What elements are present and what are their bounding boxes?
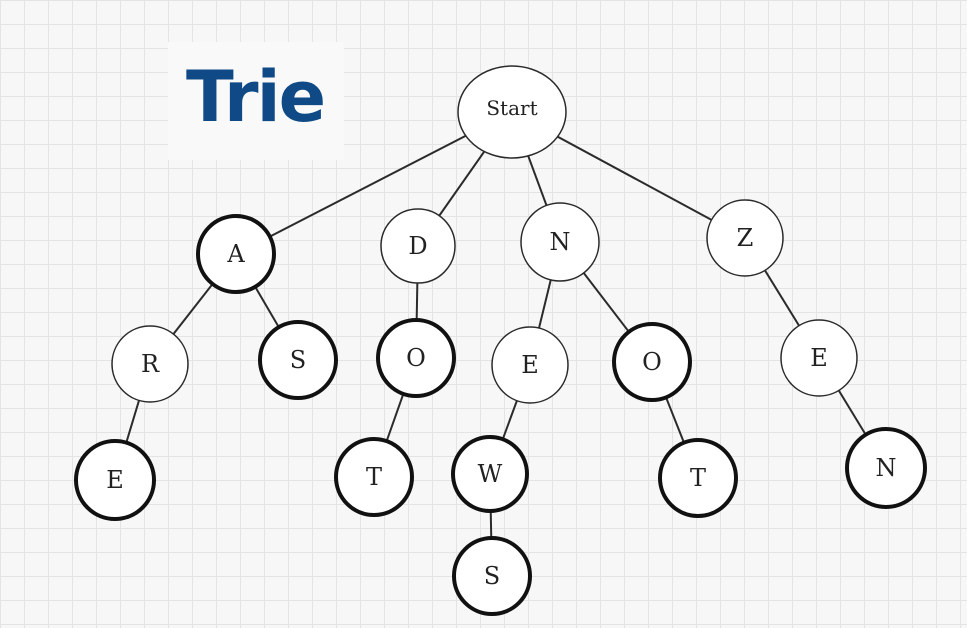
terminal-node-circle [196,214,276,294]
terminal-node-circle [845,427,927,509]
node-circle [780,319,858,397]
trie-node-a: A [196,214,276,294]
terminal-node-circle [334,437,414,517]
node-circle [520,202,600,282]
terminal-node-circle [452,536,532,616]
node-label: E [810,344,828,372]
node-circle [111,325,189,403]
node-label: Z [737,224,754,252]
terminal-node-circle [376,318,456,398]
root-circle [457,65,567,159]
title-panel [168,42,344,160]
node-label: N [550,228,571,256]
node-label: O [406,344,426,372]
node-label: T [690,464,706,492]
node-label: S [290,346,306,374]
trie-node-ar: R [111,325,189,403]
trie-node-zen: N [845,427,927,509]
trie-node-not: T [658,438,738,518]
node-circle [380,208,456,284]
node-label: R [141,350,160,378]
trie-node-root: Start [457,65,567,159]
node-label: E [521,351,539,379]
trie-node-no: O [612,322,692,402]
trie-node-ne: E [491,326,569,404]
node-label: N [876,454,897,482]
terminal-node-circle [451,435,529,513]
trie-node-do: O [376,318,456,398]
node-circle [706,199,784,277]
node-label: E [106,466,124,494]
node-label: W [478,460,503,488]
trie-node-news: S [452,536,532,616]
trie-node-z: Z [706,199,784,277]
trie-node-are: E [74,439,156,521]
terminal-node-circle [658,438,738,518]
trie-node-as: S [258,320,338,400]
trie-node-dot: T [334,437,414,517]
node-label: D [408,232,427,260]
node-label: O [642,348,662,376]
node-label: T [366,463,382,491]
diagram-title: Trie [186,56,326,138]
node-circle [491,326,569,404]
terminal-node-circle [74,439,156,521]
trie-node-ze: E [780,319,858,397]
node-label: S [484,562,500,590]
trie-node-d: D [380,208,456,284]
node-label: A [226,240,245,268]
terminal-node-circle [612,322,692,402]
trie-node-new: W [451,435,529,513]
trie-node-n: N [520,202,600,282]
terminal-node-circle [258,320,338,400]
root-label: Start [486,96,537,120]
